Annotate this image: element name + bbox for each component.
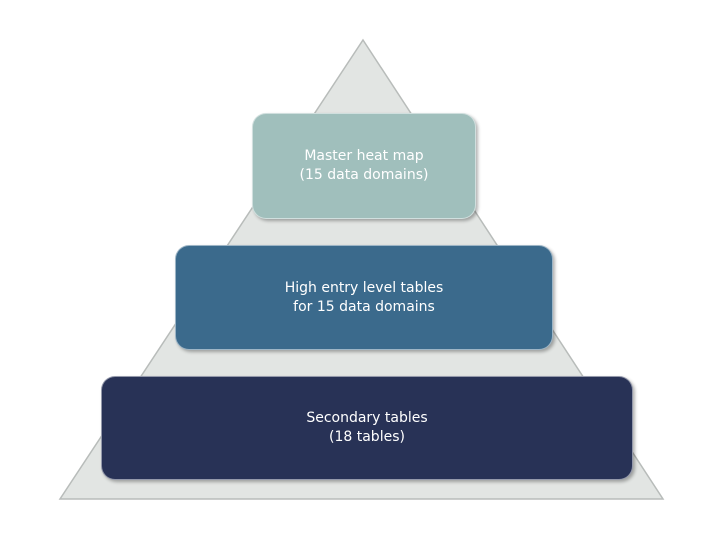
level-middle-line1: High entry level tables [284, 279, 444, 296]
level-top-line2: (15 data domains) [299, 167, 429, 183]
pyramid-level-middle: High entry level tables for 15 data doma… [175, 245, 553, 350]
level-bottom-line1: Secondary tables [306, 410, 428, 426]
level-bottom-line2: (18 tables) [329, 429, 405, 445]
pyramid-level-top: Master heat map (15 data domains) [252, 113, 476, 219]
level-top-line1: Master heat map [304, 148, 424, 164]
pyramid-level-bottom: Secondary tables (18 tables) [101, 376, 633, 480]
level-middle-line2: for 15 data domains [293, 298, 435, 315]
